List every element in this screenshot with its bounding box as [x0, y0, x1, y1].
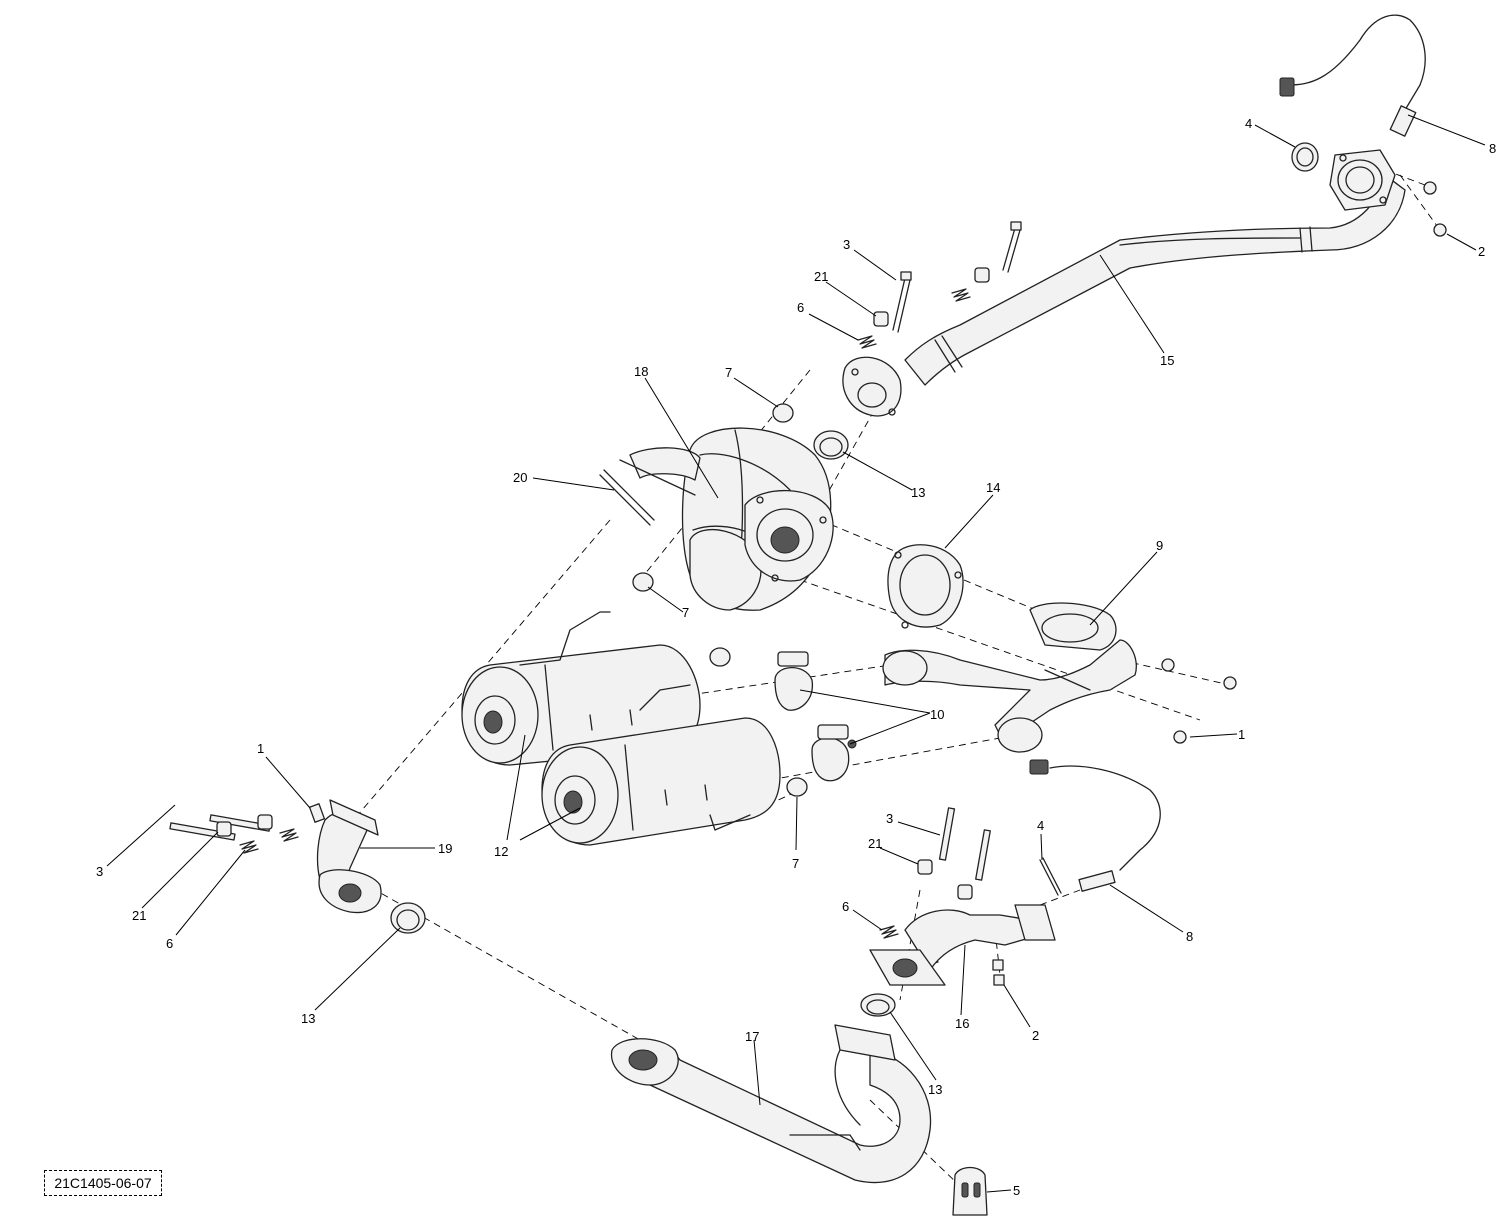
callout-7: 7: [725, 365, 732, 380]
callout-8: 8: [1186, 929, 1193, 944]
callout-13: 13: [928, 1082, 942, 1097]
part-19-front-pipe: [316, 799, 382, 914]
callout-3: 3: [96, 864, 103, 879]
callout-19: 19: [438, 841, 452, 856]
callout-18: 18: [634, 364, 648, 379]
part-12-muffler-lower: [541, 717, 781, 846]
part-20-gasket: [599, 469, 655, 526]
part-18-catalytic-converter: [619, 427, 834, 611]
callout-2: 2: [1478, 244, 1485, 259]
callout-1: 1: [257, 741, 264, 756]
part-4-seals: [1039, 142, 1319, 896]
callout-13: 13: [911, 485, 925, 500]
part-15-header-pipe: [842, 149, 1406, 417]
part-16-rear-pipe: [869, 904, 1056, 986]
part-17-lower-pipe: [610, 1024, 932, 1184]
callout-14: 14: [986, 480, 1000, 495]
part-10-clamp-lower: [811, 724, 857, 782]
callout-1: 1: [1238, 727, 1245, 742]
callout-leader-lines: [106, 114, 1486, 1193]
callout-3: 3: [843, 237, 850, 252]
part-1-bolts: [308, 658, 1237, 823]
part-10-clamp-upper: [774, 651, 813, 711]
part-2-nuts: [992, 181, 1447, 986]
part-5-rubber-mount: [952, 1166, 988, 1216]
callout-21: 21: [814, 269, 828, 284]
callout-4: 4: [1037, 818, 1044, 833]
callout-7: 7: [682, 605, 689, 620]
callout-7: 7: [792, 856, 799, 871]
callout-5: 5: [1013, 1183, 1020, 1198]
callout-4: 4: [1245, 116, 1252, 131]
callout-6: 6: [166, 936, 173, 951]
callout-21: 21: [868, 836, 882, 851]
callout-6: 6: [797, 300, 804, 315]
part-8-oxygen-sensor-upper: [1279, 14, 1426, 137]
callout-9: 9: [1156, 538, 1163, 553]
part-9-y-pipe: [882, 602, 1137, 753]
callout-13: 13: [301, 1011, 315, 1026]
callout-2: 2: [1032, 1028, 1039, 1043]
part-14-gasket: [887, 544, 964, 629]
callout-3: 3: [886, 811, 893, 826]
callout-21: 21: [132, 908, 146, 923]
part-21-spacers: [216, 267, 990, 900]
part-7-grommets: [632, 403, 808, 797]
callout-labels: 1 1 2 2 3 3 3 4 4 5 6 6 6 7 7 7 8 8 9 10…: [96, 116, 1496, 1198]
part-3-bolts: [169, 221, 1022, 881]
callout-8: 8: [1489, 141, 1496, 156]
reference-code-label: 21C1405-06-07: [44, 1170, 162, 1196]
callout-20: 20: [513, 470, 527, 485]
callout-12: 12: [494, 844, 508, 859]
part-8-oxygen-sensor-lower: [1029, 759, 1161, 892]
part-13-seal-rings: [390, 430, 896, 1017]
callout-16: 16: [955, 1016, 969, 1031]
callout-15: 15: [1160, 353, 1174, 368]
callout-6: 6: [842, 899, 849, 914]
callout-10: 10: [930, 707, 944, 722]
callout-17: 17: [745, 1029, 759, 1044]
